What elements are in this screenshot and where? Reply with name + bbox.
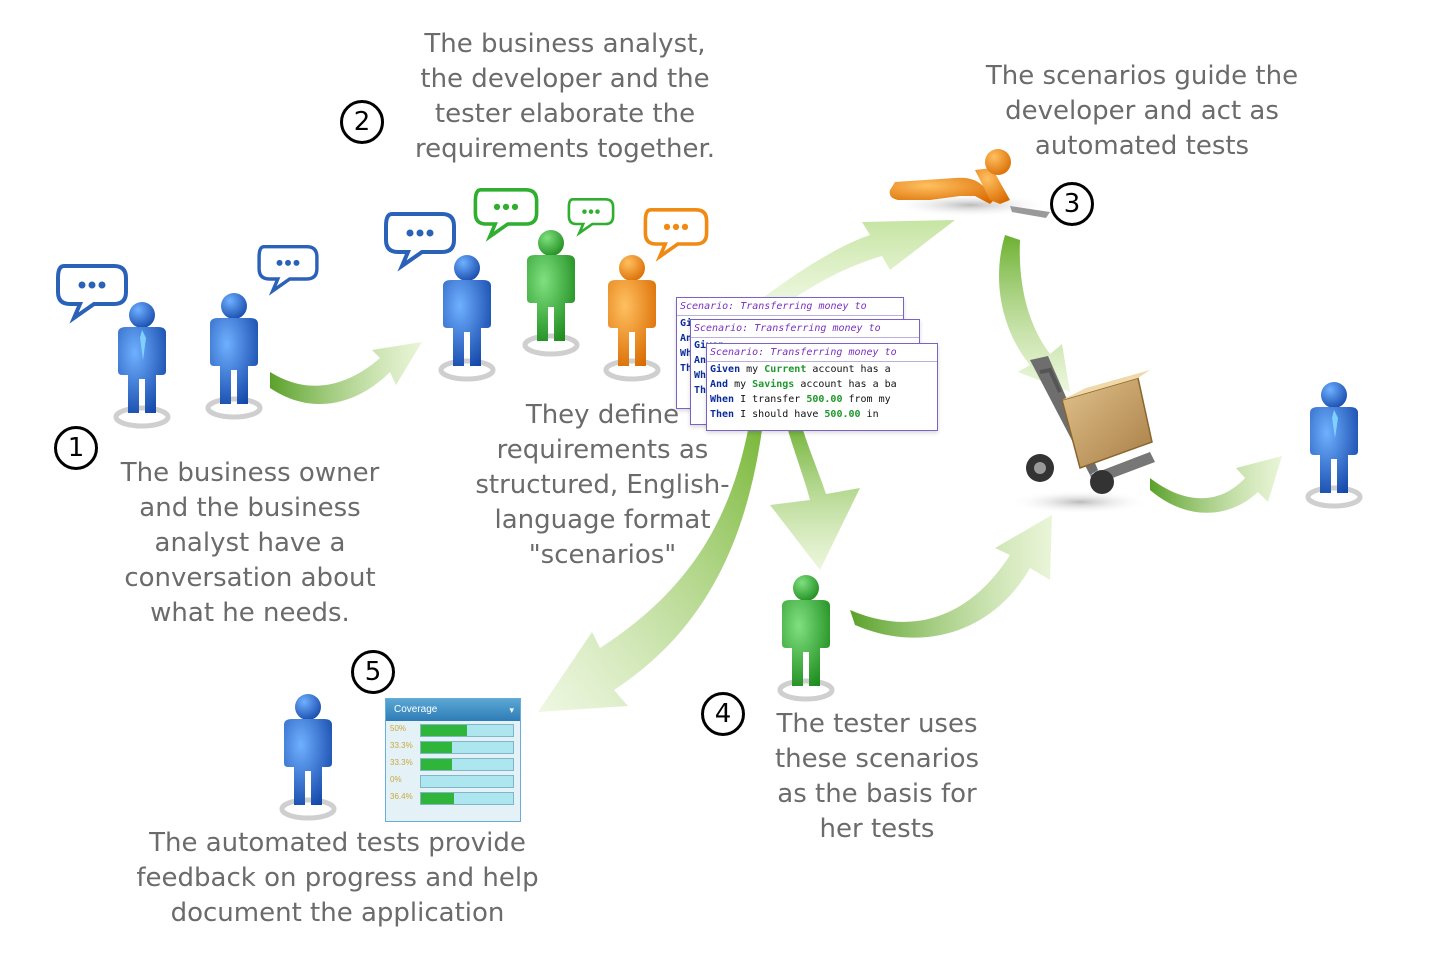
step-number-1: 1 — [54, 426, 98, 470]
step-number-4: 4 — [701, 692, 745, 736]
reviewer-figure — [282, 694, 334, 818]
coverage-row: 33.3% — [386, 738, 520, 755]
coverage-row: 33.3% — [386, 755, 520, 772]
tie-icon — [140, 330, 146, 360]
coverage-bar — [420, 792, 514, 805]
developer-figure — [525, 230, 577, 354]
speech-bubble-icon — [257, 244, 319, 293]
hand-truck-with-box-icon — [1010, 356, 1155, 514]
business-analyst-figure — [208, 293, 260, 417]
caption-step-2: The business analyst, the developer and … — [414, 29, 716, 164]
arrow-cart-to-customer — [1150, 456, 1282, 513]
coverage-percent: 33.3% — [390, 741, 413, 750]
coverage-bar — [420, 758, 514, 771]
caption-step-1: The business owner and the business anal… — [120, 458, 380, 628]
dropdown-arrow-icon: ▾ — [509, 705, 514, 715]
tester-figure — [606, 255, 658, 379]
step-number-5: 5 — [351, 650, 395, 694]
coverage-bar-fill — [421, 725, 467, 736]
arrow-tester-to-cart — [850, 515, 1052, 638]
speech-bubble-icon — [384, 212, 456, 268]
analyst-figure — [441, 255, 493, 379]
speech-bubble-icon — [56, 264, 128, 320]
caption-step-5: The automated tests provide feedback on … — [136, 828, 539, 928]
scenario-title: Scenario: Transferring money to — [707, 344, 937, 362]
coverage-rows: 50% 33.3% 33.3% 0% 36.4% — [386, 721, 520, 806]
coverage-header: Coverage ▾ — [386, 699, 520, 721]
coverage-bar-fill — [421, 759, 452, 770]
tester-using-scenarios-figure — [780, 575, 832, 699]
arrow-scenarios-to-coverage — [538, 430, 762, 712]
speech-bubble-icon — [473, 188, 539, 239]
arrow-owner-to-team — [270, 342, 422, 405]
step-number-3: 3 — [1050, 182, 1094, 226]
coverage-row: 36.4% — [386, 789, 520, 806]
caption-step-3: The scenarios guide the developer and ac… — [985, 61, 1299, 161]
coverage-title: Coverage — [394, 704, 438, 715]
developer-working-figure — [889, 149, 1050, 218]
coverage-percent: 36.4% — [390, 792, 413, 801]
coverage-percent: 50% — [390, 724, 407, 733]
coverage-row: 50% — [386, 721, 520, 738]
scenario-line: Then I should have 500.00 in — [710, 409, 879, 420]
tie-icon — [1332, 410, 1338, 438]
scenario-title: Scenario: Transferring money to — [691, 320, 919, 338]
coverage-bar — [420, 775, 514, 788]
coverage-bar — [420, 741, 514, 754]
speech-bubble-icon — [643, 208, 709, 259]
coverage-bar-fill — [421, 793, 455, 804]
business-owner-figure — [116, 302, 168, 426]
coverage-percent: 33.3% — [390, 758, 413, 767]
coverage-percent: 0% — [390, 775, 402, 784]
coverage-bar-fill — [421, 742, 452, 753]
coverage-bar — [420, 724, 514, 737]
customer-figure — [1308, 382, 1360, 506]
speech-bubble-icon — [567, 198, 615, 235]
caption-step-4: The tester uses these scenarios as the b… — [774, 709, 980, 844]
arrow-scenarios-to-developer — [760, 220, 955, 312]
scenario-card: Scenario: Transferring money to Given my… — [706, 343, 938, 431]
coverage-row: 0% — [386, 772, 520, 789]
caption-define-scenarios: They define requirements as structured, … — [475, 400, 730, 570]
coverage-widget: Coverage ▾ 50% 33.3% 33.3% 0% 36.4% — [385, 698, 521, 822]
scenario-line: And — [677, 331, 903, 346]
arrow-developer-to-cart — [999, 235, 1070, 392]
arrow-scenarios-to-tester — [770, 420, 860, 570]
scenario-cards: Scenario: Transferring money to Given An… — [676, 297, 946, 432]
scenario-line: When I transfer 500.00 from my — [710, 394, 891, 405]
step-number-2: 2 — [340, 100, 384, 144]
scenario-title: Scenario: Transferring money to — [677, 298, 903, 316]
scenario-line: And my Savings account has a ba — [710, 379, 897, 390]
scenario-line: And — [694, 355, 713, 366]
scenario-line: Given my Current account has a — [710, 364, 891, 375]
